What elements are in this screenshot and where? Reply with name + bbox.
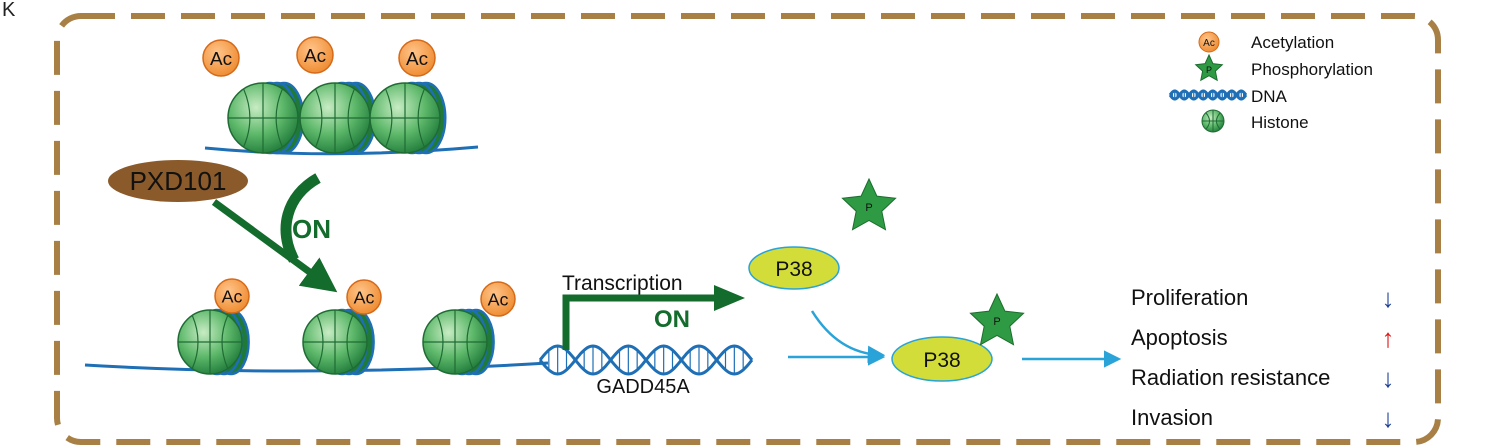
outcomes-list: Proliferation ↓ Apoptosis ↑ Radiation resist…: [1131, 283, 1395, 433]
bound-phosphate-star: [969, 292, 1025, 346]
top-histone-3: [369, 81, 447, 155]
bottom-histone-3: [422, 308, 495, 376]
transcription-label: Transcription: [562, 272, 683, 295]
legend-histone: Histone: [1251, 113, 1309, 132]
legend-dna-icon: [1168, 89, 1248, 101]
drug-arrow: [211, 199, 338, 293]
bottom-acetyl-3: Ac: [480, 281, 516, 317]
legend-histone-icon: [1201, 109, 1225, 133]
p38-phospho-label: P38: [923, 349, 960, 372]
down-arrow-icon: ↓: [1382, 363, 1395, 393]
top-acetyl-2: Ac: [296, 36, 334, 74]
legend-phosphorylation: Phosphorylation: [1251, 60, 1373, 79]
bottom-histone-1: [177, 308, 250, 376]
legend-dna: DNA: [1251, 87, 1288, 106]
transcription-arrowhead: [714, 285, 745, 311]
svg-text:Ac: Ac: [406, 49, 428, 70]
outcome-label: Apoptosis: [1131, 325, 1228, 350]
outcome-label: Proliferation: [1131, 285, 1248, 310]
outcome-label: Radiation resistance: [1131, 365, 1330, 390]
on-curve-arrow: [280, 173, 321, 263]
drug-on-label: ON: [292, 214, 331, 244]
free-phosphate-label: P: [865, 202, 872, 214]
top-chromatin: Ac Ac Ac: [202, 36, 479, 156]
legend-acetyl-icon: [1198, 31, 1220, 53]
svg-text:Ac: Ac: [210, 49, 232, 70]
phosphorylation-arrow: [810, 310, 886, 364]
legend-phospho-star: [1194, 53, 1224, 82]
down-arrow-icon: ↓: [1382, 283, 1395, 313]
bottom-chromatin: Ac Ac Ac: [84, 278, 549, 376]
transcription-arrow: [562, 294, 718, 350]
svg-text:Ac: Ac: [304, 46, 326, 67]
outcome-radiation-resistance: Radiation resistance ↓: [1131, 363, 1395, 393]
outcome-invasion: Invasion ↓: [1131, 403, 1395, 433]
up-arrow-icon: ↑: [1382, 323, 1395, 353]
pxd101-ellipse: [108, 160, 248, 202]
top-acetyl-3: Ac: [398, 39, 436, 77]
gadd45a-label: GADD45A: [596, 376, 690, 398]
svg-text:Ac: Ac: [222, 286, 243, 306]
gadd45a-helix: [538, 344, 754, 376]
down-arrow-icon: ↓: [1382, 403, 1395, 433]
p38-label: P38: [775, 258, 812, 281]
legend-acetyl-icon-label: Ac: [1203, 38, 1215, 49]
p38-unphosphorylated: [748, 246, 840, 290]
bound-phosphate-label: P: [993, 316, 1000, 328]
top-acetyl-1: Ac: [202, 39, 240, 77]
dashed-border: [54, 13, 1441, 445]
legend: Ac Acetylation P Phosphorylation DNA His…: [1168, 31, 1373, 133]
transcription-on-label: ON: [654, 306, 690, 333]
legend-acetylation: Acetylation: [1251, 33, 1334, 52]
bottom-acetyl-1: Ac: [214, 278, 250, 314]
svg-text:Ac: Ac: [488, 289, 509, 309]
top-histone-2: [299, 81, 377, 155]
p38-phosphorylated: [891, 336, 993, 382]
bottom-histone-2: [302, 308, 375, 376]
outcome-apoptosis: Apoptosis ↑: [1131, 323, 1395, 353]
pxd101-drug: PXD101: [108, 160, 248, 202]
bottom-acetyl-2: Ac: [346, 279, 382, 315]
outcome-proliferation: Proliferation ↓: [1131, 283, 1395, 313]
svg-text:Ac: Ac: [354, 287, 375, 307]
pxd101-label: PXD101: [130, 166, 227, 196]
top-histone-1: [227, 81, 305, 155]
legend-phospho-icon-label: P: [1206, 65, 1212, 75]
panel-label: K: [2, 0, 16, 21]
free-phosphate-star: [841, 177, 897, 231]
outcome-label: Invasion: [1131, 405, 1213, 430]
